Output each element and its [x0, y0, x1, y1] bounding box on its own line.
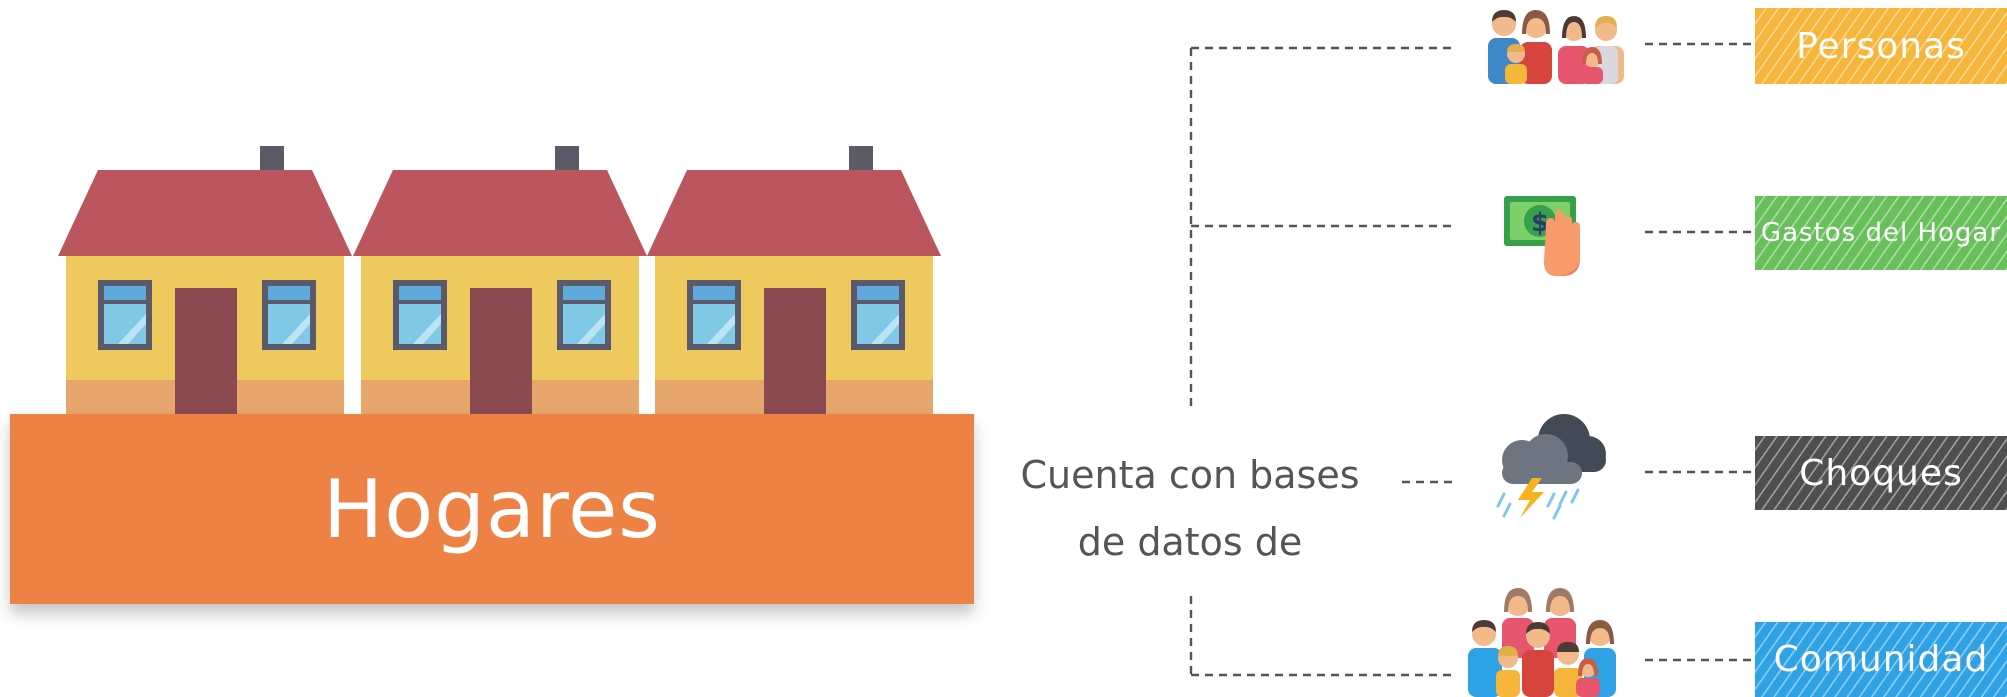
house-door — [175, 288, 237, 414]
house-roof — [647, 170, 941, 256]
house-roof — [58, 170, 352, 256]
chimney — [849, 146, 873, 172]
house-door — [470, 288, 532, 414]
window-glare — [871, 314, 899, 344]
category-gastos-del-hogar: Gastos del Hogar — [1755, 196, 2007, 270]
three-houses-icon — [58, 146, 941, 414]
window-glare — [577, 314, 605, 344]
window-glare — [413, 314, 441, 344]
window-top-pane — [268, 286, 310, 302]
window-glare — [707, 314, 735, 344]
people-group-icon — [1488, 10, 1624, 84]
community-crowd-icon — [1468, 588, 1616, 697]
money-hand-icon: $ — [1504, 196, 1580, 276]
house-roof — [353, 170, 647, 256]
category-comunidad-label: Comunidad — [1773, 639, 1989, 680]
window-glare — [118, 314, 146, 344]
category-choques: Choques — [1755, 436, 2007, 510]
storm-cloud-icon — [1496, 414, 1606, 520]
connector-text: Cuenta con bases de datos de — [1020, 453, 1360, 564]
houses-illustration — [58, 146, 941, 414]
category-choques-label: Choques — [1799, 452, 1963, 494]
window-top-pane — [693, 286, 735, 302]
chimney — [260, 146, 284, 172]
hogares-banner: Hogares — [10, 414, 974, 604]
category-gastos-label: Gastos del Hogar — [1760, 217, 2002, 248]
window-glare — [282, 314, 310, 344]
chimney — [555, 146, 579, 172]
category-personas: Personas — [1755, 8, 2007, 84]
hogares-label: Hogares — [323, 462, 661, 556]
category-personas-label: Personas — [1796, 25, 1966, 67]
window-top-pane — [399, 286, 441, 302]
category-comunidad: Comunidad — [1755, 622, 2007, 697]
window-top-pane — [857, 286, 899, 302]
window-top-pane — [563, 286, 605, 302]
window-top-pane — [104, 286, 146, 302]
svg-text:$: $ — [1531, 208, 1549, 238]
house-door — [764, 288, 826, 414]
